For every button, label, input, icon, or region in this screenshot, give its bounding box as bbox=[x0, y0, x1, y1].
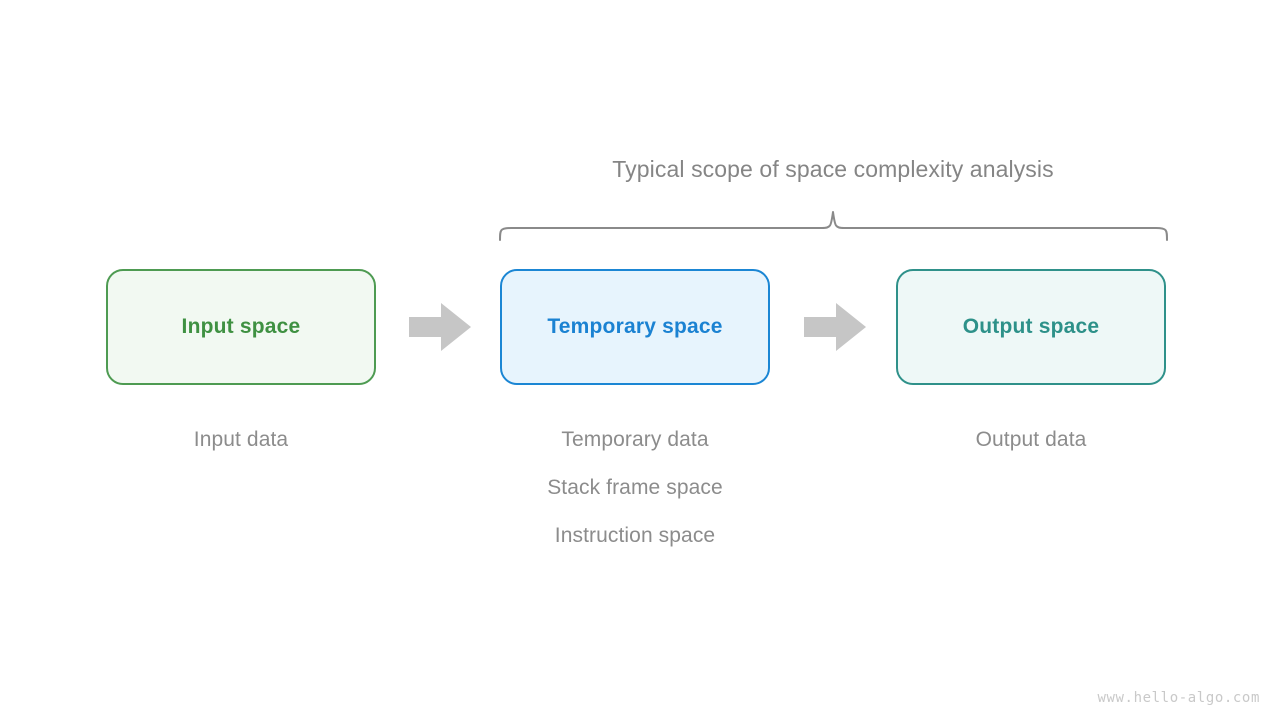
caption-temporary-data: Temporary data bbox=[561, 428, 709, 451]
caption-input-data: Input data bbox=[193, 428, 289, 451]
box-input-space[interactable]: Input space bbox=[106, 269, 376, 385]
scope-brace-icon bbox=[499, 211, 1168, 241]
caption-group-temporary: Temporary data Stack frame space Instruc… bbox=[500, 425, 770, 569]
right-arrow-icon bbox=[804, 303, 866, 351]
caption-stack-frame-space: Stack frame space bbox=[547, 476, 723, 499]
box-temporary-space-label: Temporary space bbox=[547, 315, 723, 338]
box-output-space[interactable]: Output space bbox=[896, 269, 1166, 385]
caption-instruction-space: Instruction space bbox=[554, 524, 716, 547]
watermark: www.hello-algo.com bbox=[1097, 690, 1260, 706]
right-arrow-icon bbox=[409, 303, 471, 351]
scope-title: Typical scope of space complexity analys… bbox=[612, 156, 1054, 182]
caption-group-output: Output data bbox=[896, 425, 1166, 473]
box-temporary-space[interactable]: Temporary space bbox=[500, 269, 770, 385]
caption-output-data: Output data bbox=[975, 428, 1087, 451]
caption-group-input: Input data bbox=[106, 425, 376, 473]
box-input-space-label: Input space bbox=[181, 315, 301, 338]
box-output-space-label: Output space bbox=[962, 315, 1100, 338]
